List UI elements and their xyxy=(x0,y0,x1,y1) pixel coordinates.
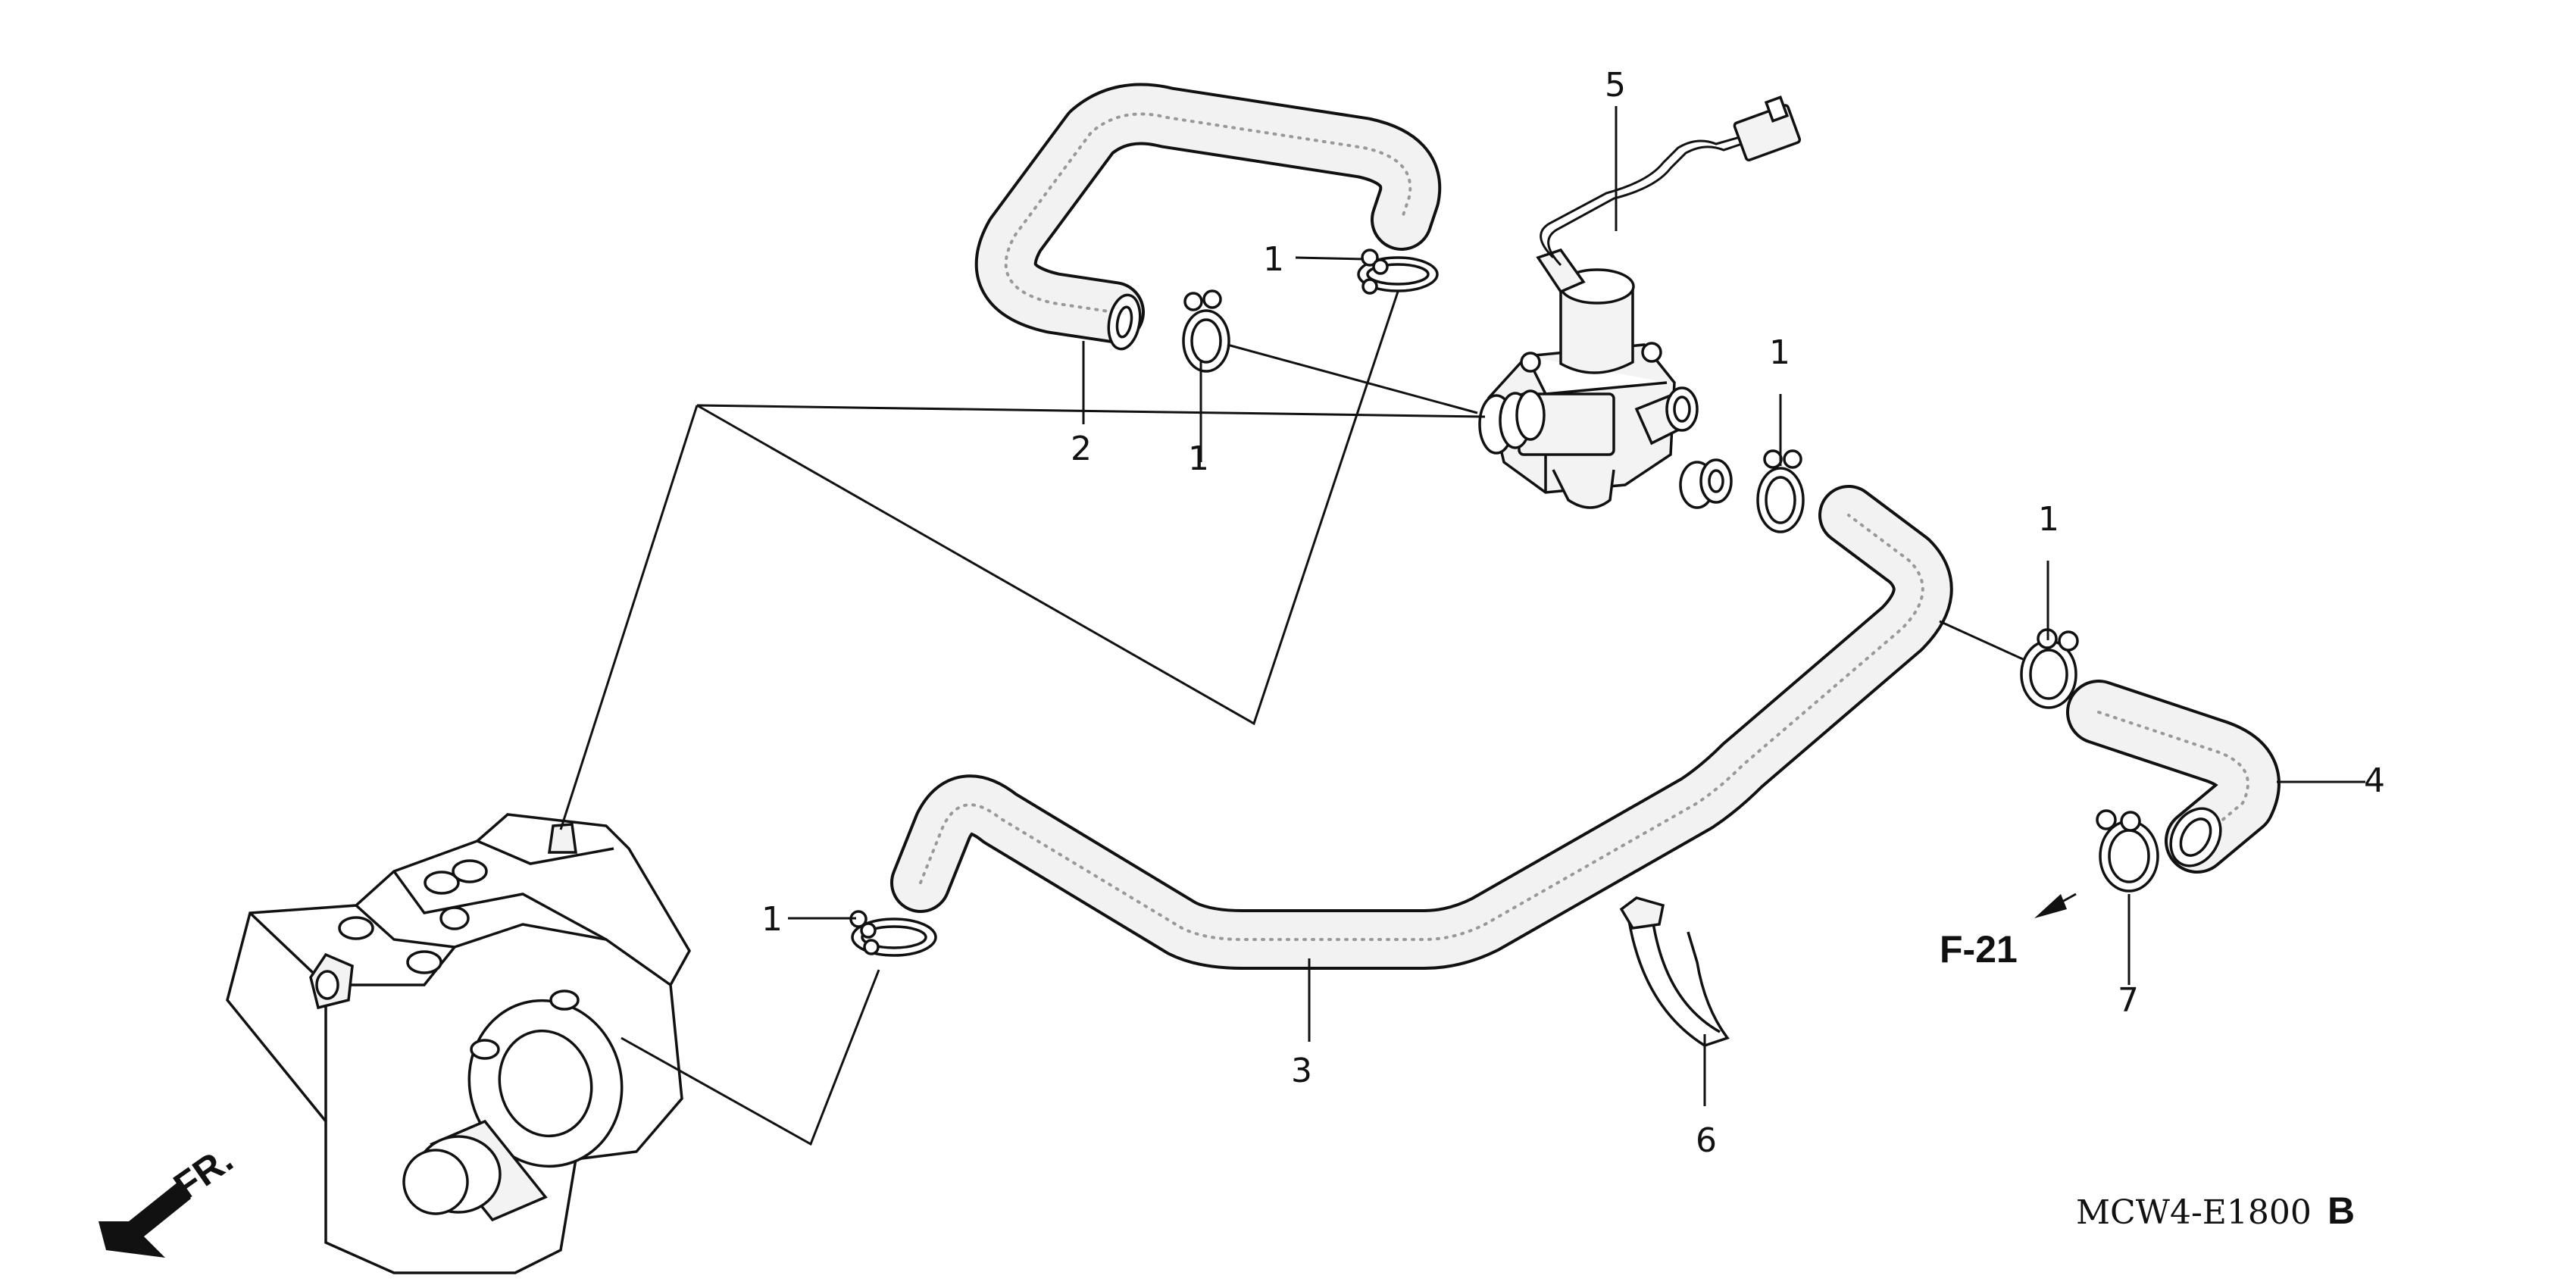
hose-clip-right xyxy=(2020,628,2079,709)
callout-hose-4: 4 xyxy=(2364,761,2385,800)
diagram-code: MCW4-E1800 xyxy=(2076,1193,2312,1232)
callout-clip-valve-right: 1 xyxy=(1769,333,1790,372)
reference-label: F-21 xyxy=(1940,928,2018,971)
callout-band-6: 6 xyxy=(1696,1121,1717,1160)
hose-clip-valve-right xyxy=(1756,449,1805,533)
diagram-code-suffix: B xyxy=(2327,1190,2355,1232)
callout-hose-2: 2 xyxy=(1071,430,1092,468)
air-injection-solenoid-valve xyxy=(1478,95,1802,509)
hose-4 xyxy=(2066,680,2281,874)
hose-band-6 xyxy=(1619,896,1730,1047)
callout-hose-3: 3 xyxy=(1291,1052,1312,1090)
callout-clip-mid: 1 xyxy=(1188,439,1209,478)
hose-clip-mid xyxy=(1182,289,1230,373)
engine-reference xyxy=(226,813,692,1274)
callout-clip-7: 7 xyxy=(2118,981,2139,1020)
leader-lines xyxy=(559,106,2365,1146)
callout-clip-right: 1 xyxy=(2038,500,2059,539)
callout-solenoid-5: 5 xyxy=(1605,66,1626,105)
hose-3 xyxy=(890,485,1953,970)
front-arrow-icon xyxy=(98,1182,191,1258)
hose-clip-7 xyxy=(2096,809,2159,893)
hose-2 xyxy=(974,83,1442,351)
callout-clip-top: 1 xyxy=(1263,240,1284,279)
callout-clip-left: 1 xyxy=(761,900,783,939)
hose-clip-top xyxy=(1357,249,1439,295)
hose-clip-left xyxy=(849,910,937,957)
